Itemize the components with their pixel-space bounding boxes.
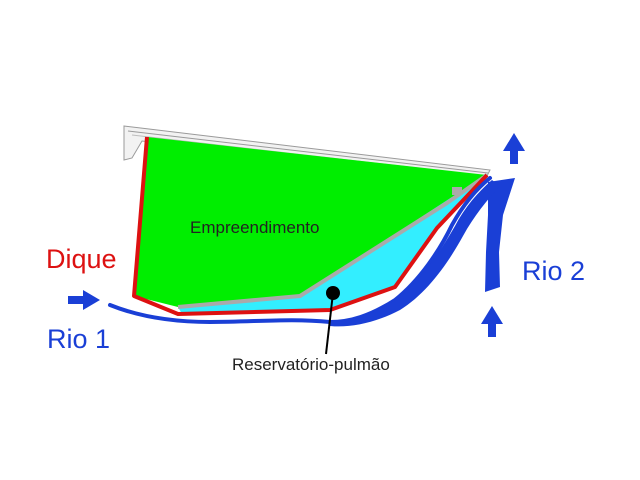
arrow-right-icon: [68, 290, 100, 310]
development-area: [134, 137, 487, 307]
reservoir-marker: [326, 286, 340, 300]
development-label: Empreendimento: [190, 218, 320, 237]
confluence: [330, 180, 500, 327]
dike-line: [132, 136, 489, 316]
river-1: [108, 176, 492, 325]
reservoir-boundary: [177, 173, 489, 309]
dike-label: Dique: [46, 244, 117, 274]
arrow-up-icon: [503, 133, 525, 164]
buffer-reservoir-label: Reservatório-pulmão: [232, 355, 390, 374]
river-2-label: Rio 2: [522, 256, 586, 286]
arrow-up-icon: [481, 306, 503, 337]
river-1-label: Rio 1: [47, 324, 111, 354]
outlet-structure: [452, 187, 462, 195]
reservoir-pointer-line: [325, 292, 334, 355]
river-2: [485, 178, 515, 292]
